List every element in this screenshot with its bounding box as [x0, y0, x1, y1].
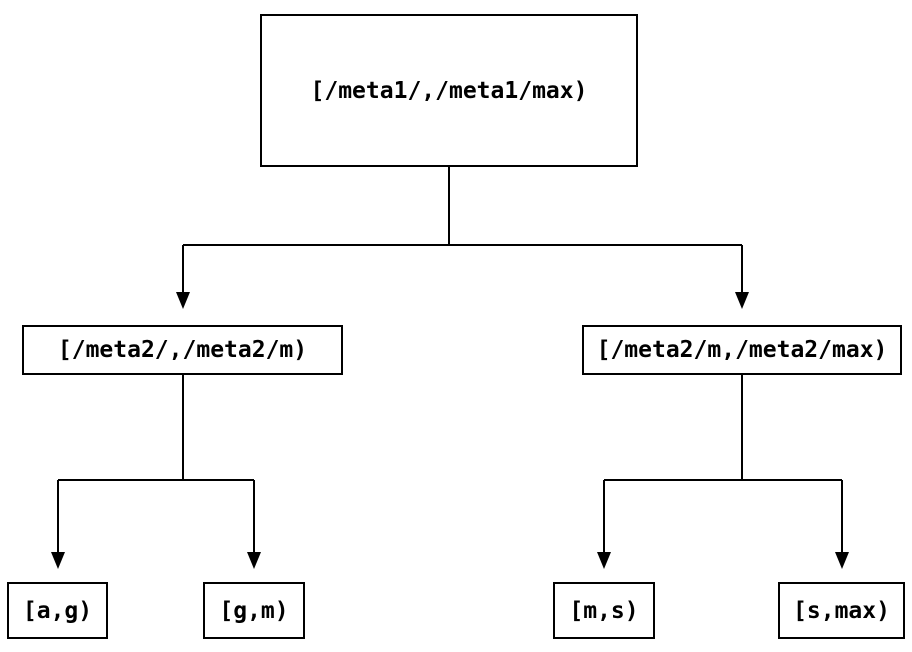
- node-leaf-smax: [s,max): [778, 582, 905, 639]
- edge-right-to-leaves: [603, 375, 843, 552]
- node-leaf-ag-label: [a,g): [22, 597, 93, 624]
- edge-root-to-children: [182, 167, 743, 292]
- node-right-child-label: [/meta2/m,/meta2/max): [596, 337, 888, 363]
- arrowhead-leaf-gm-icon: [247, 552, 261, 569]
- arrowhead-left-child-icon: [176, 292, 190, 309]
- arrowhead-leaf-ag-icon: [51, 552, 65, 569]
- node-leaf-ag: [a,g): [7, 582, 108, 639]
- arrowhead-right-child-icon: [735, 292, 749, 309]
- arrowhead-leaf-ms-icon: [597, 552, 611, 569]
- node-leaf-gm: [g,m): [203, 582, 305, 639]
- node-leaf-gm-label: [g,m): [219, 597, 289, 624]
- node-leaf-ms: [m,s): [553, 582, 655, 639]
- node-left-child: [/meta2/,/meta2/m): [22, 325, 343, 375]
- node-root: [/meta1/,/meta1/max): [260, 14, 638, 167]
- node-leaf-smax-label: [s,max): [793, 597, 890, 624]
- node-right-child: [/meta2/m,/meta2/max): [582, 325, 902, 375]
- edge-left-to-leaves: [57, 375, 255, 552]
- node-left-child-label: [/meta2/,/meta2/m): [57, 337, 308, 363]
- node-root-label: [/meta1/,/meta1/max): [310, 77, 588, 104]
- arrowhead-leaf-smax-icon: [835, 552, 849, 569]
- node-leaf-ms-label: [m,s): [569, 597, 639, 624]
